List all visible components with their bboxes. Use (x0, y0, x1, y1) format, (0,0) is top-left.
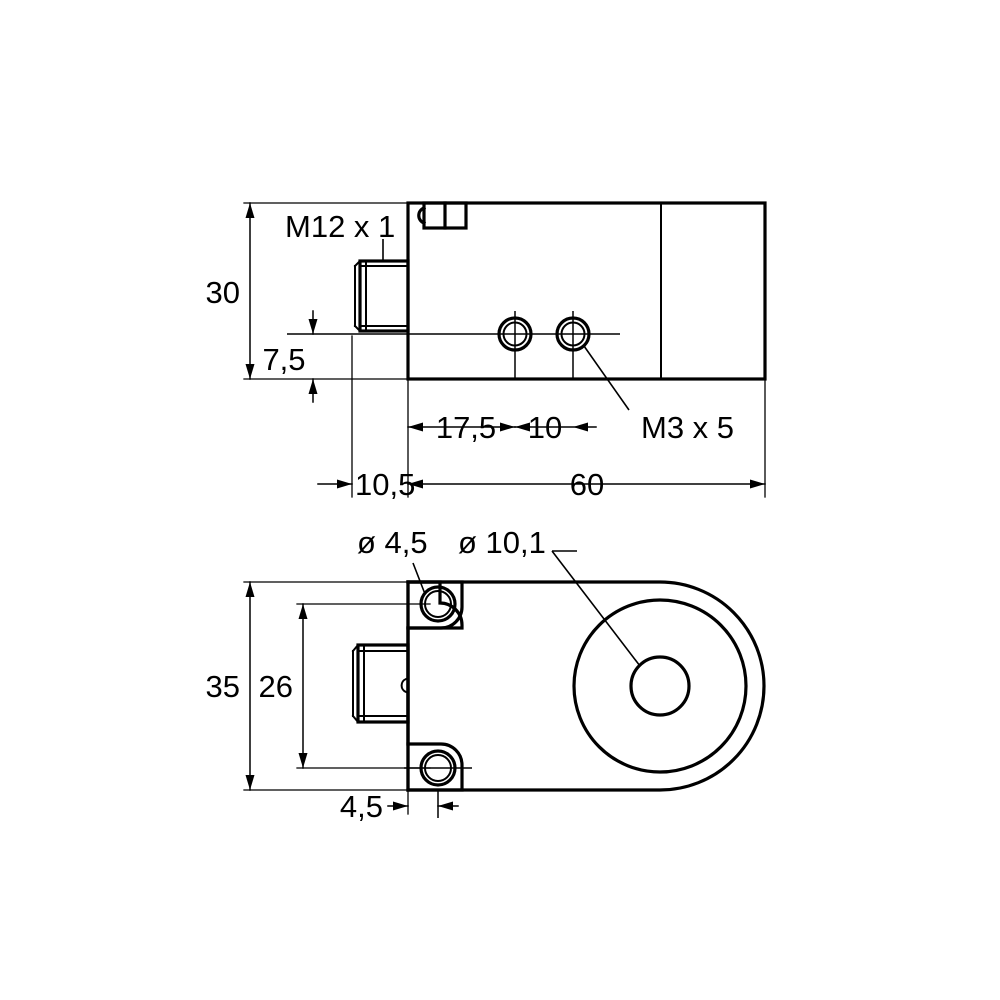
top-view-body-outline (406, 580, 766, 792)
dim-label-4-5: 4,5 (340, 789, 383, 824)
dim-label-17-5: 17,5 (436, 410, 496, 445)
top-view-ring-bore-circle (629, 655, 691, 717)
side-view-group: 30 7,5 17,5 (206, 201, 767, 502)
leader-dia-4-5: ø 4,5 (357, 525, 428, 595)
dim-hole-pitch-26: 26 (259, 603, 431, 769)
dim-label-26: 26 (259, 669, 293, 704)
top-view-mounting-tab-lower (406, 742, 464, 792)
side-view-m3-hole-1 (497, 311, 533, 379)
side-view-indicator-round-end (417, 205, 427, 226)
top-view-group: 35 26 4,5 ø (206, 525, 766, 824)
leader-m12x1: M12 x 1 (285, 209, 395, 261)
leader-dia-10-1: ø 10,1 (458, 525, 641, 667)
side-view-m3-hole-2 (555, 311, 591, 379)
label-m3x5: M3 x 5 (641, 410, 734, 445)
dim-hole-edge-4-5: 4,5 (340, 789, 459, 824)
top-view-mounting-tab-upper (406, 580, 464, 630)
dim-width-35: 35 (206, 581, 407, 791)
top-view-connector-body (356, 643, 410, 724)
dim-label-35: 35 (206, 669, 240, 704)
leader-m3x5: M3 x 5 (583, 345, 734, 445)
label-dia-4-5: ø 4,5 (357, 525, 428, 560)
side-view-connector-body (358, 259, 410, 333)
label-m12x1: M12 x 1 (285, 209, 395, 244)
dim-label-offset-7-5: 7,5 (262, 342, 305, 377)
dim-label-height-30: 30 (206, 275, 240, 310)
top-view-connector-keyway (400, 677, 408, 694)
dim-label-10-5: 10,5 (355, 467, 415, 502)
dim-offset-7-5: 7,5 (262, 310, 318, 403)
top-view-connector-flange-chamfer (351, 643, 360, 724)
dim-hole-positions: 17,5 10 (407, 410, 597, 445)
dim-label-10: 10 (528, 410, 562, 445)
dim-length-chain: 10,5 60 (317, 467, 766, 502)
dim-label-60: 60 (570, 467, 604, 502)
side-view-connector-flange-chamfer (353, 259, 362, 333)
label-dia-10-1: ø 10,1 (458, 525, 546, 560)
dim-height-30: 30 (206, 202, 407, 380)
top-view-ring-outer-circle (572, 598, 748, 774)
